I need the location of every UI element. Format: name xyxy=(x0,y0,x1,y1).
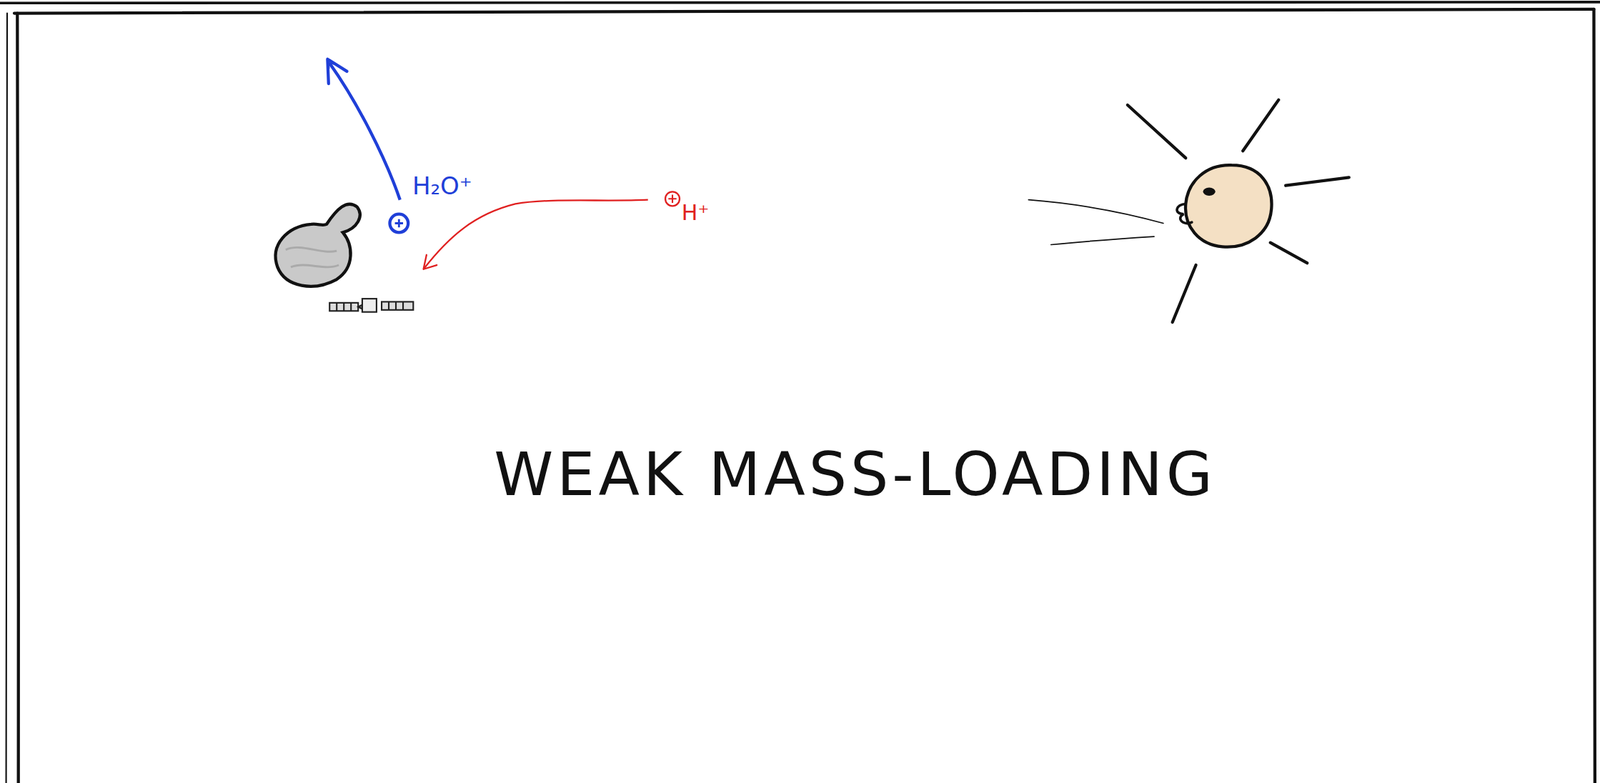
diagram-title: WEAK MASS-LOADING xyxy=(493,439,1217,510)
ion-label: H₂O⁺ xyxy=(412,171,473,201)
ion-label: H⁺ xyxy=(681,200,709,226)
comet xyxy=(275,204,361,287)
water-ion xyxy=(327,59,409,233)
spacecraft xyxy=(329,298,414,313)
sun xyxy=(1028,100,1349,323)
proton xyxy=(423,191,680,269)
